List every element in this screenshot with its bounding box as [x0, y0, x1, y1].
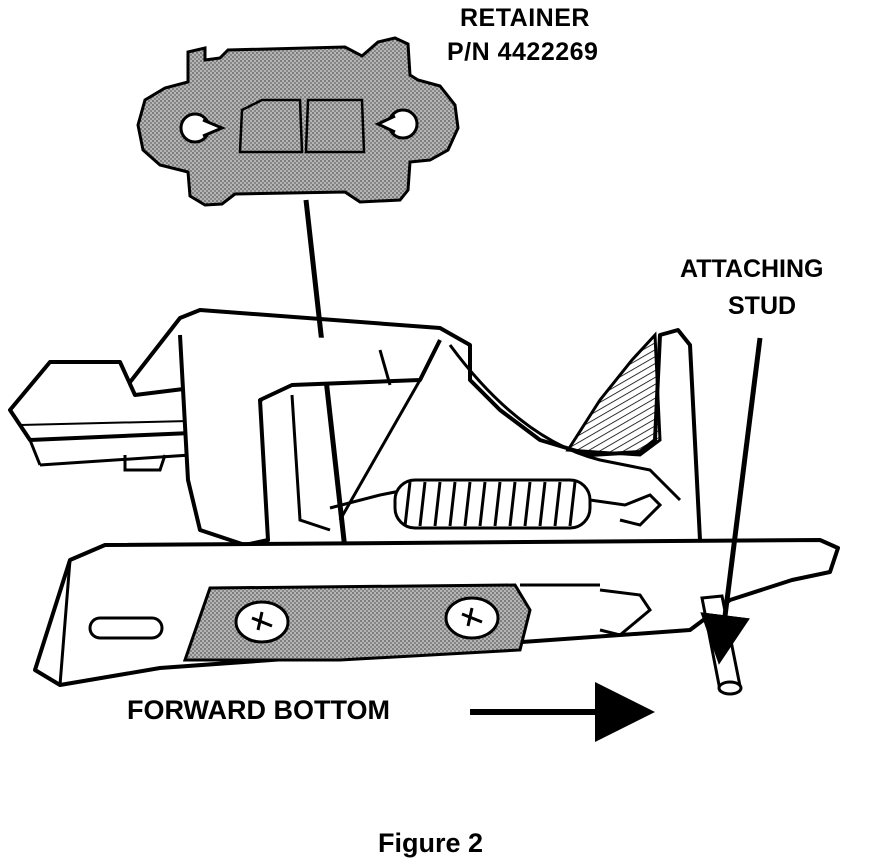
retainer-center-pad-left — [238, 98, 304, 154]
attaching-stud-label-line2: STUD — [728, 292, 797, 320]
housing-front — [178, 334, 442, 547]
forward-bottom-label: FORWARD BOTTOM — [127, 695, 390, 725]
retainer-label: RETAINER — [460, 4, 590, 32]
retainer-part — [136, 36, 460, 207]
attaching-stud — [700, 594, 743, 696]
retainer-center-pad-right — [304, 98, 366, 154]
attaching-stud-label-line1: ATTACHING — [680, 255, 824, 283]
latch-assembly — [8, 308, 840, 696]
hatched-wall — [565, 331, 662, 457]
spring — [329, 478, 663, 530]
part-number-label: P/N 4422269 — [447, 38, 599, 66]
housing-back — [118, 308, 702, 541]
screw-right — [444, 596, 500, 640]
figure-caption: Figure 2 — [378, 828, 484, 858]
screw-left — [234, 600, 290, 644]
base-slot — [88, 616, 164, 640]
stud-pointer-arrow — [700, 337, 763, 665]
